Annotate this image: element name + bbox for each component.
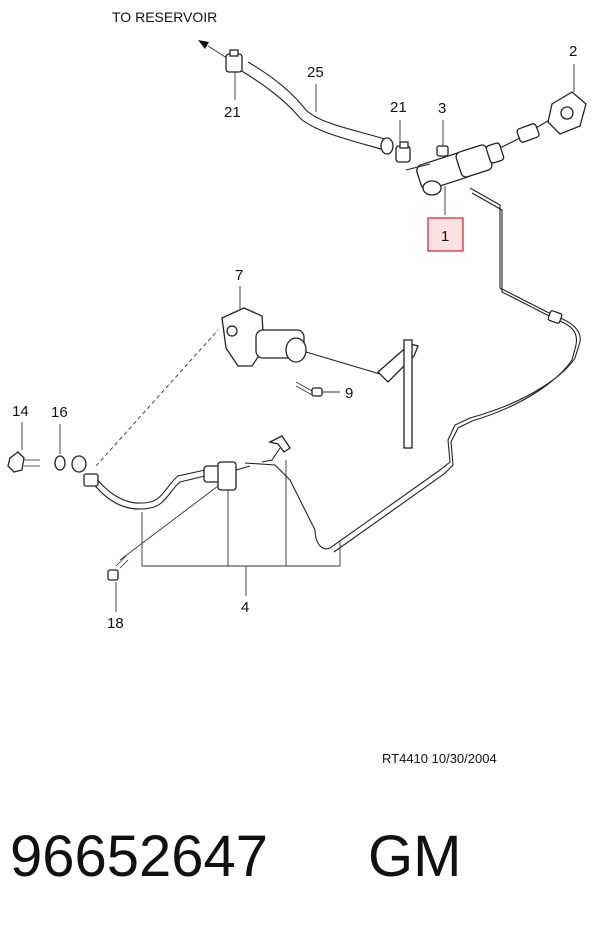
hydraulic-pipe-main: [244, 187, 581, 550]
callout-7: 7: [235, 267, 243, 284]
bolt-9: [295, 381, 323, 397]
flexible-hose-assembly: [83, 435, 291, 510]
hose-clamp-upper: [225, 49, 243, 73]
callout-1: 1: [441, 228, 449, 245]
pipe-fitting: [547, 310, 563, 324]
reservoir-arrow: [198, 40, 231, 61]
clutch-slave-cylinder: [221, 307, 419, 449]
clutch-master-cylinder: [405, 115, 557, 196]
brand: GM: [368, 824, 461, 889]
callout-18: 18: [107, 615, 124, 632]
hose-clamp-lower: [395, 141, 411, 163]
reservoir-hose: [239, 61, 394, 155]
to-reservoir-label: TO RESERVOIR: [112, 9, 217, 25]
part-number: 96652647: [10, 824, 268, 889]
drawing-reference: RT4410 10/30/2004: [382, 751, 497, 766]
callout-16: 16: [51, 404, 68, 421]
bolt-14: [7, 451, 40, 473]
callout-21-upper: 21: [224, 104, 241, 121]
washer-16: [54, 455, 87, 473]
bolt-18: [107, 555, 129, 581]
nut: [436, 145, 449, 157]
callout-25: 25: [307, 64, 324, 81]
callout-9: 9: [345, 385, 353, 402]
mounting-gasket: [547, 91, 587, 135]
leader-lines: [21, 64, 575, 612]
callout-4: 4: [241, 599, 249, 616]
callout-21-lower: 21: [390, 99, 407, 116]
callout-3: 3: [438, 100, 446, 117]
callout-14: 14: [12, 403, 29, 420]
callout-2: 2: [569, 43, 577, 60]
callout-1-highlight: [427, 217, 464, 252]
